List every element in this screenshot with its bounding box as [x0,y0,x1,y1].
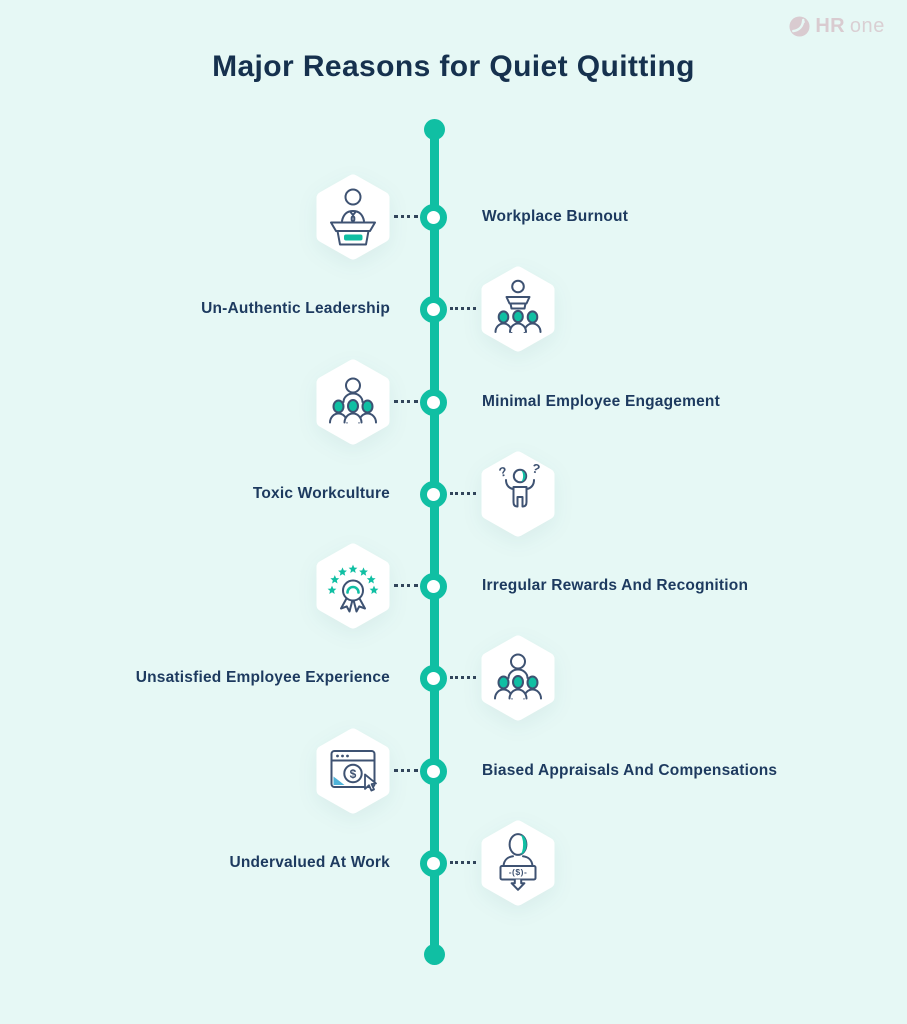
leader-with-audience-icon [479,266,557,352]
logo-text-one: one [849,15,885,37]
dotted-connector [450,307,476,310]
timeline-item-label: Minimal Employee Engagement [482,393,720,410]
dotted-connector [394,584,418,587]
timeline-node [420,850,447,877]
page-title: Major Reasons for Quiet Quitting [212,50,695,83]
hrone-swoosh-icon [789,16,810,37]
timeline-item-label: Undervalued At Work [229,854,390,871]
dotted-connector [450,861,476,864]
timeline-start-dot [423,119,445,140]
timeline-node [420,758,447,785]
svg-text:?: ? [497,463,508,479]
timeline-node [420,573,447,600]
confused-person-icon: ? ? [479,451,557,537]
timeline-line [429,130,439,955]
award-medal-stars-icon [314,543,392,629]
speaker-at-podium-icon [314,174,392,260]
dotted-connector [394,769,418,772]
svg-text:-($)-: -($)- [509,867,528,877]
person-holding-pay-sign-icon: -($)- [479,820,557,906]
timeline-node [420,665,447,692]
svg-text:?: ? [530,460,541,476]
timeline-item-label: Toxic Workculture [252,485,390,502]
timeline-item-label: Workplace Burnout [482,208,629,225]
dotted-connector [450,492,476,495]
timeline-item-label: Unsatisfied Employee Experience [135,669,390,686]
timeline-end-dot [423,944,445,965]
timeline-node [420,389,447,416]
timeline-item-label: Irregular Rewards And Recognition [482,577,749,594]
employee-group-icon [314,359,392,445]
timeline-node [420,204,447,231]
dotted-connector [394,215,418,218]
payroll-window-cursor-icon: $ [314,728,392,814]
employee-group-icon [479,635,557,721]
timeline-item-label: Un-Authentic Leadership [201,300,390,317]
timeline-node [420,296,447,323]
svg-text:$: $ [350,767,357,781]
dotted-connector [450,676,476,679]
logo-text-hr: HR [815,15,845,37]
timeline-item-label: Biased Appraisals And Compensations [482,762,778,779]
dotted-connector [394,400,418,403]
timeline-node [420,481,447,508]
